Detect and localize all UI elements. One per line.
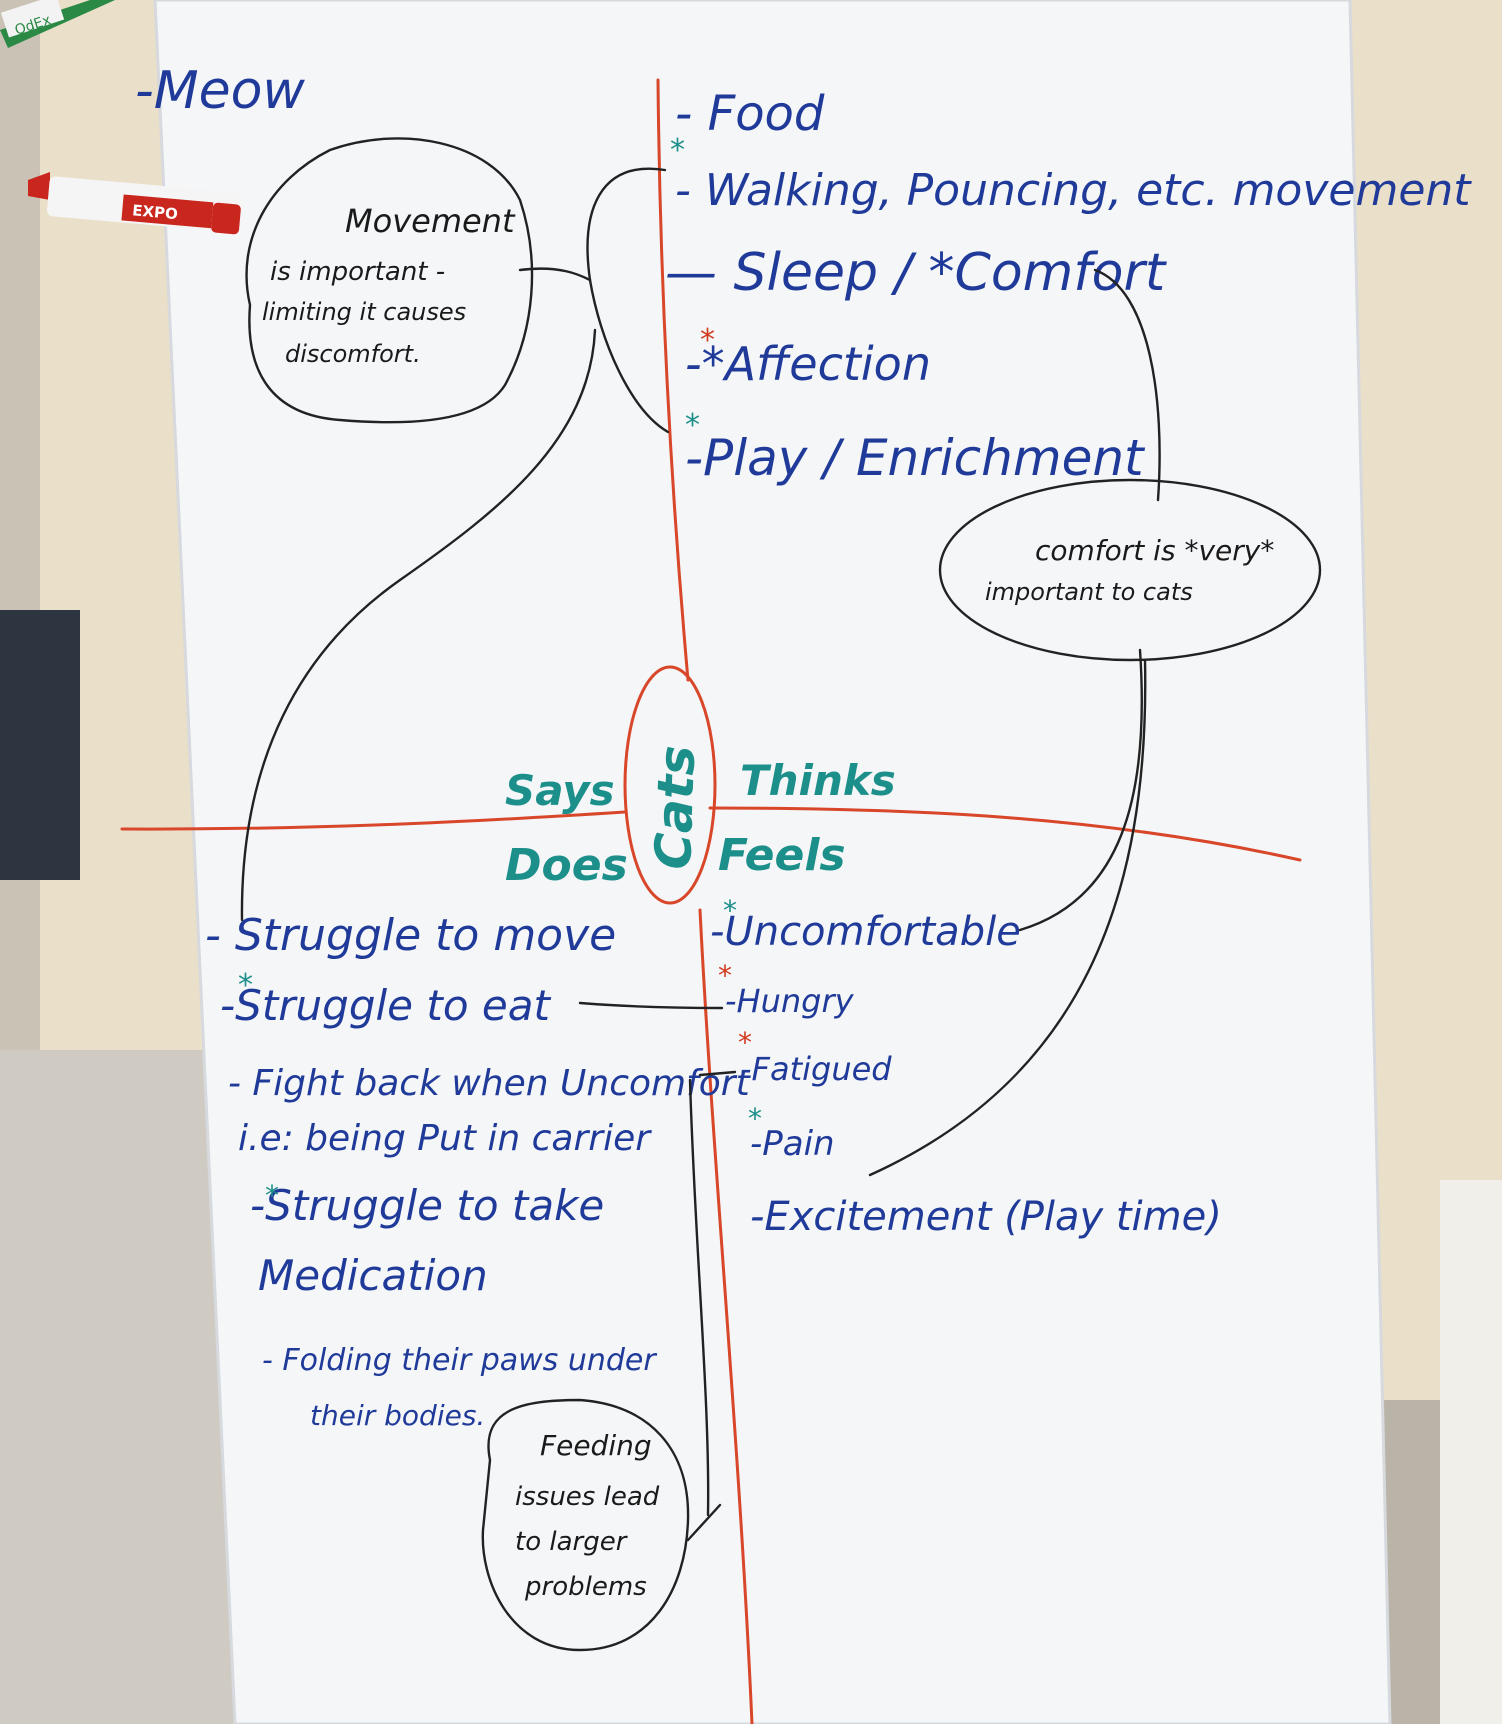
axis-vertical-bottom — [698, 908, 754, 1724]
thinks-item: - Food — [675, 86, 825, 142]
connector-pain — [868, 658, 1147, 1177]
axis-horizontal-left — [120, 810, 627, 831]
does-item: i.e: being Put in carrier — [238, 1118, 652, 1159]
feeding-note-line: to larger — [515, 1527, 629, 1557]
does-item: -Struggle to eat — [220, 981, 551, 1030]
comfort-note-line: comfort is *very* — [1035, 534, 1274, 567]
movement-note-line: discomfort. — [285, 340, 421, 368]
thinks-item: — Sleep / *Comfort — [665, 243, 1167, 303]
connector-struggle-move — [240, 328, 597, 922]
feels-item: -Hungry — [725, 982, 855, 1020]
appliance-edge — [1440, 1180, 1502, 1724]
thinks-item: -*Affection — [685, 337, 931, 391]
connector-hungry — [578, 1001, 724, 1010]
axis-horizontal-right — [708, 806, 1302, 862]
quadrant-feels: Feels — [718, 830, 846, 881]
axis-vertical-top — [656, 78, 690, 682]
does-item: -Struggle to take — [250, 1181, 604, 1230]
red-star-mark: * — [738, 1026, 752, 1059]
movement-note-line: is important - — [270, 257, 445, 287]
red-star-mark: * — [700, 323, 715, 358]
feeding-note-line: Feeding — [540, 1429, 652, 1462]
red-marker: EXPO — [28, 172, 244, 235]
comfort-note: comfort is *very* important to cats — [985, 534, 1274, 606]
green-marker: OdEx — [0, 0, 115, 48]
thinks-item: - Walking, Pouncing, etc. movement — [675, 165, 1472, 216]
thinks-item: -Play / Enrichment — [685, 429, 1146, 487]
does-item: - Folding their paws under — [262, 1343, 657, 1378]
feels-item: -Pain — [750, 1124, 835, 1164]
movement-note-line: Movement — [345, 202, 516, 240]
connector-movement — [518, 267, 592, 282]
feeding-bubble — [481, 1398, 690, 1652]
movement-note-line: limiting it causes — [262, 298, 466, 326]
floor — [0, 1050, 240, 1724]
feels-item: -Uncomfortable — [710, 909, 1021, 955]
feeding-note: Feeding issues lead to larger problems — [515, 1429, 660, 1602]
corner-note: -Meow — [135, 61, 305, 121]
whiteboard — [153, 0, 1392, 1724]
feels-item: -Fatigued — [740, 1050, 892, 1088]
teal-star-mark: * — [670, 133, 685, 168]
does-item: Medication — [258, 1251, 488, 1300]
red-marker-label: EXPO — [132, 201, 179, 223]
teal-star-mark: * — [748, 1102, 762, 1135]
thinks-list: - Food - Walking, Pouncing, etc. movemen… — [665, 86, 1472, 487]
center-oval — [623, 665, 717, 905]
teal-star-mark: * — [685, 408, 700, 443]
does-list: - Struggle to move -Struggle to eat - Fi… — [205, 910, 752, 1432]
comfort-note-line: important to cats — [985, 578, 1193, 606]
does-item: - Struggle to move — [205, 910, 616, 961]
does-item: their bodies. — [310, 1399, 485, 1432]
feeding-note-line: issues lead — [515, 1482, 660, 1512]
teal-star-mark: * — [265, 1179, 279, 1212]
connector-feeding — [688, 1078, 710, 1517]
connector-movement-bracket — [586, 167, 670, 434]
center-label: Cats — [644, 744, 706, 870]
teal-star-mark: * — [723, 894, 737, 927]
connector-comfort — [1093, 268, 1161, 502]
teal-star-mark: * — [238, 968, 253, 1003]
quadrant-does: Does — [505, 840, 628, 891]
trash-bin — [0, 610, 80, 880]
quadrant-says: Says — [505, 766, 615, 815]
feels-item: -Excitement (Play time) — [750, 1194, 1222, 1240]
movement-bubble — [245, 137, 534, 424]
feels-list: -Uncomfortable -Hungry -Fatigued -Pain -… — [710, 909, 1222, 1240]
connector-uncomfortable — [1018, 648, 1143, 932]
does-item: - Fight back when Uncomfort — [228, 1063, 752, 1104]
feeding-note-line: problems — [524, 1572, 647, 1602]
quadrant-thinks: Thinks — [740, 756, 896, 805]
connector-fatigued — [698, 1070, 737, 1077]
connector-feeding-tip — [686, 1503, 722, 1542]
comfort-bubble — [938, 478, 1322, 662]
red-star-mark: * — [718, 959, 732, 992]
movement-note: Movement is important - limiting it caus… — [262, 202, 516, 368]
